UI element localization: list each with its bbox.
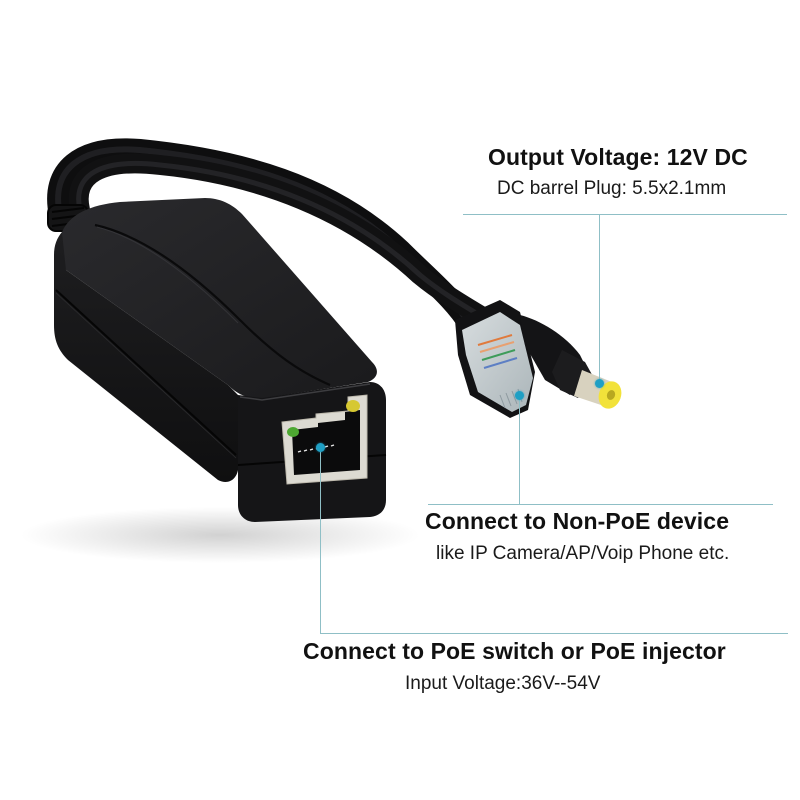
ethernet-port-icon	[281, 394, 368, 485]
callout-dot-poe	[316, 443, 325, 452]
dc-plug-icon	[520, 315, 622, 409]
cable-bundle	[47, 138, 530, 350]
dc-plug-spec: DC barrel Plug: 5.5x2.1mm	[497, 178, 727, 199]
callout-dot-output	[595, 379, 604, 388]
input-voltage-spec: Input Voltage:36V--54V	[405, 673, 601, 694]
callout-line-poe-vertical	[320, 447, 321, 633]
callout-line-poe-horizontal	[320, 633, 788, 634]
callout-line-nonpoe-horizontal	[428, 504, 773, 505]
callout-line-output-vertical	[599, 214, 600, 384]
callout-line-nonpoe-vertical	[519, 395, 520, 504]
output-voltage-title: Output Voltage: 12V DC	[488, 144, 748, 170]
callout-line-output-horizontal	[463, 214, 787, 215]
non-poe-device-title: Connect to Non-PoE device	[425, 508, 730, 534]
yellow-led	[346, 400, 360, 412]
poe-switch-title: Connect to PoE switch or PoE injector	[303, 638, 726, 664]
green-led	[287, 427, 299, 437]
rj45-plug-icon	[455, 300, 535, 418]
callout-dot-nonpoe	[515, 391, 524, 400]
non-poe-device-examples: like IP Camera/AP/Voip Phone etc.	[436, 543, 730, 564]
splitter-body	[54, 198, 387, 522]
